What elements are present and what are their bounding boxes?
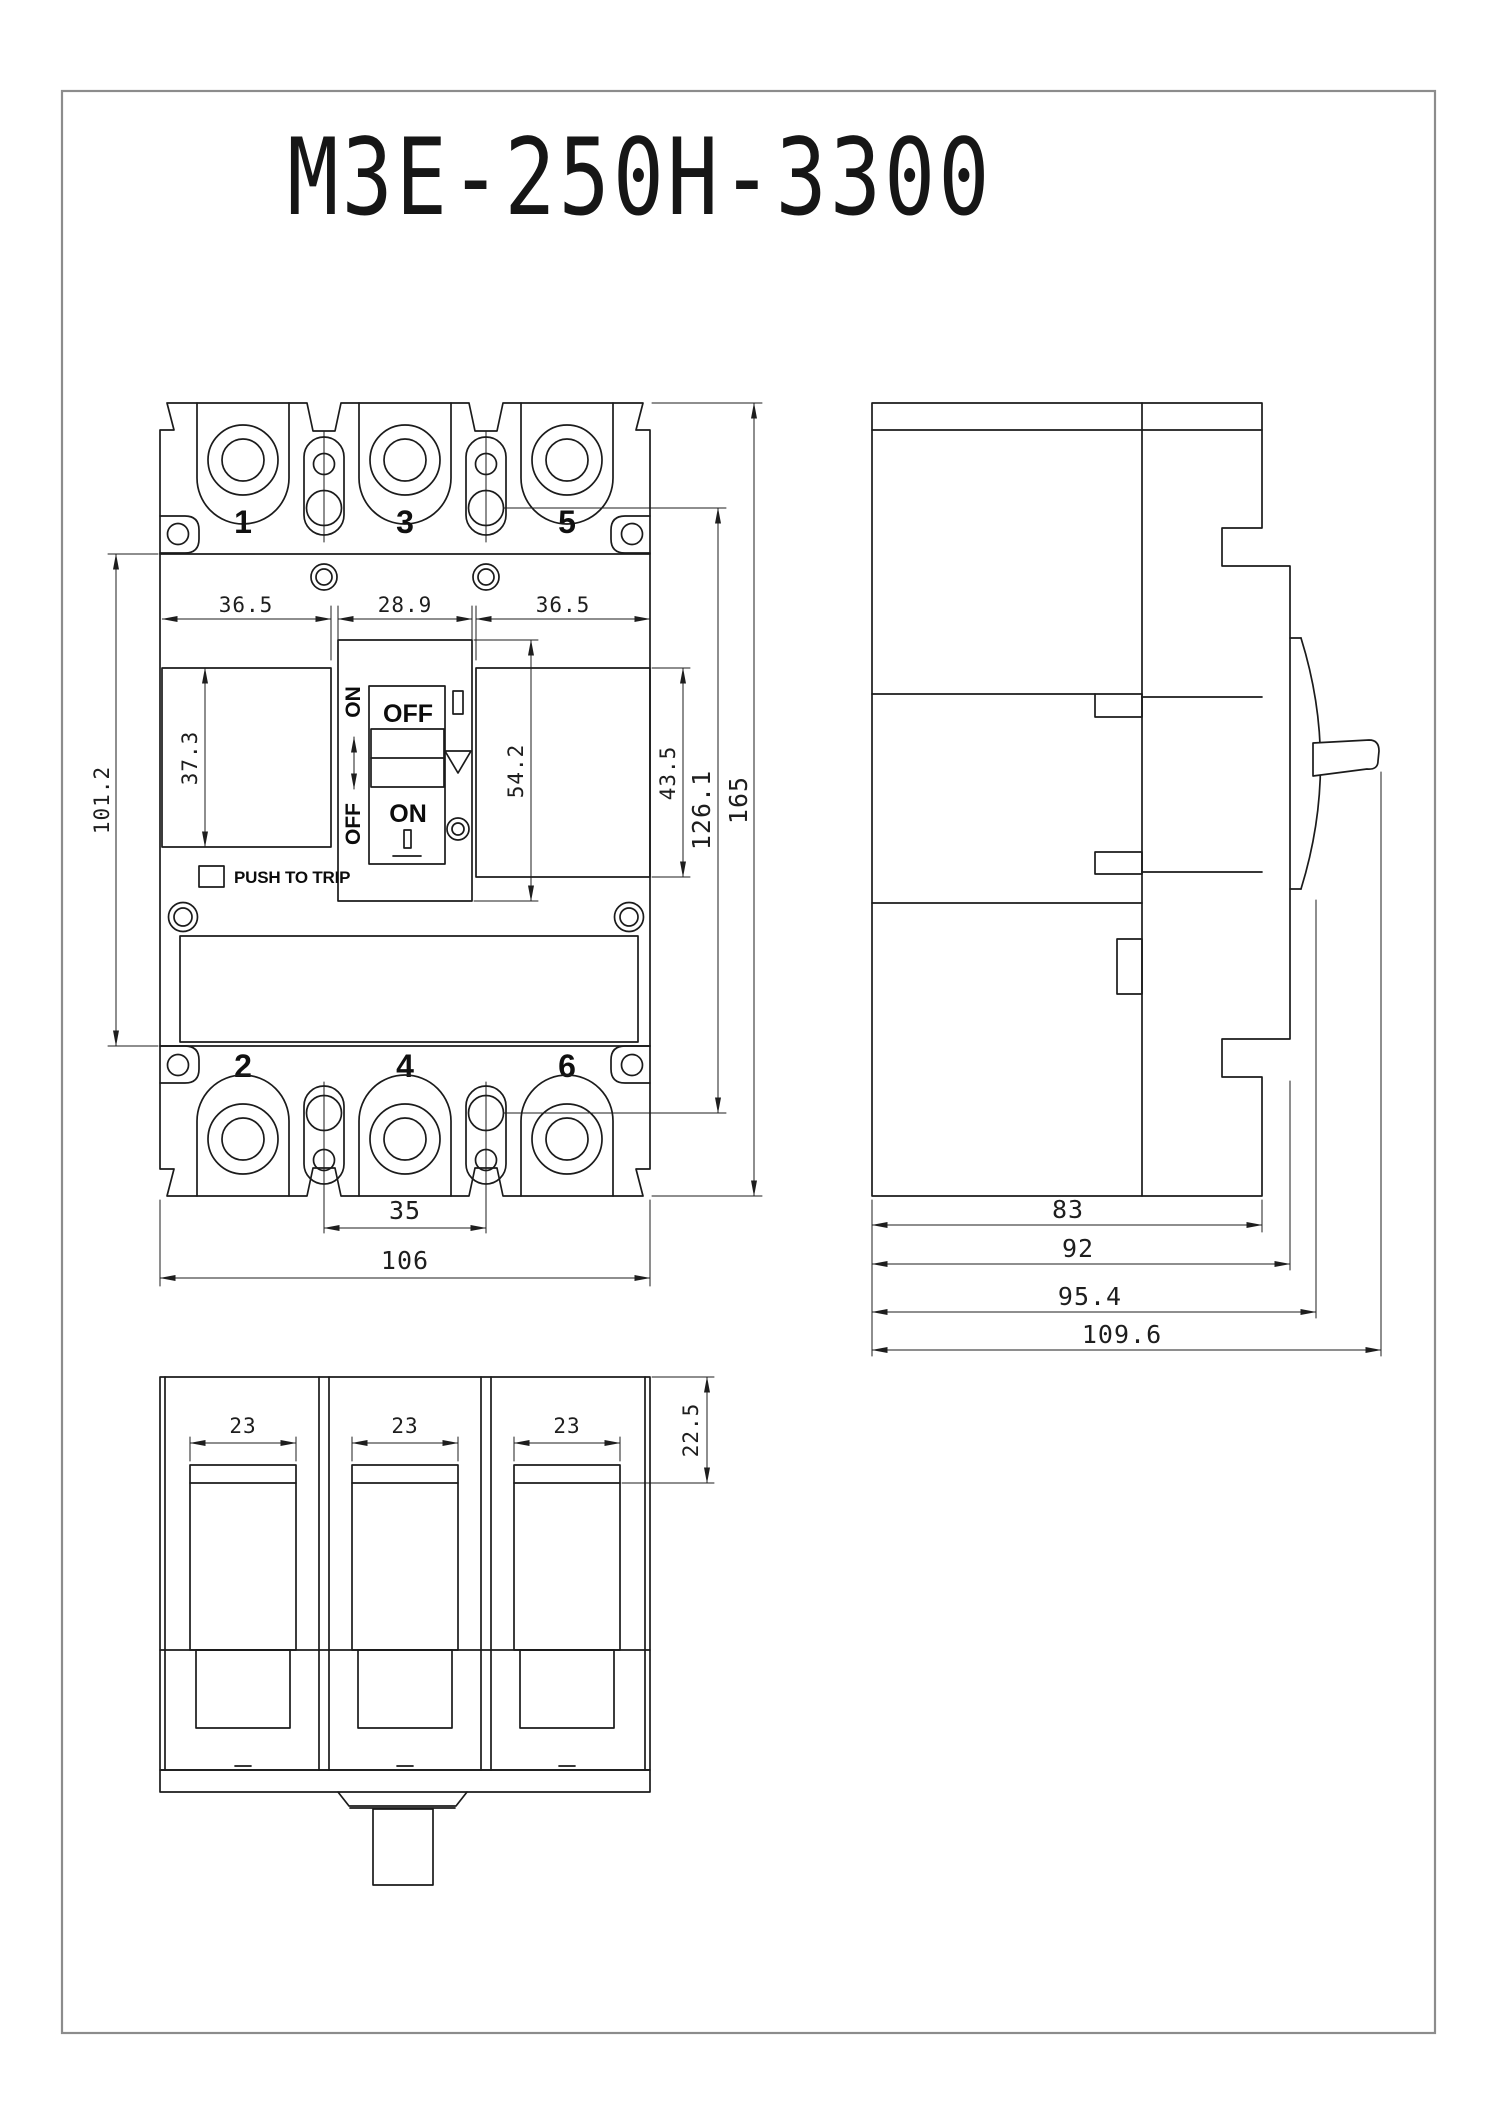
dim-overall-height: 165 <box>724 776 753 824</box>
front-step-lines <box>159 553 651 1047</box>
sheet-border <box>60 89 1437 2035</box>
dim-right-width: 36.5 <box>536 593 591 617</box>
switch-column-on-label: ON <box>342 686 365 718</box>
off-position-icon <box>452 690 464 715</box>
push-to-trip-button[interactable] <box>198 865 225 888</box>
terminal-cavities <box>189 1464 621 1729</box>
push-to-trip-label: PUSH TO TRIP <box>234 868 350 887</box>
pole-label-4: 4 <box>396 1048 414 1084</box>
nameplate-recess <box>179 935 639 1043</box>
pole-label-2: 2 <box>234 1048 252 1084</box>
dim-step-depth: 92 <box>1062 1234 1094 1263</box>
front-body-outline <box>159 402 651 1197</box>
dim-panel-height: 54.2 <box>504 744 528 799</box>
dim-top-recess-depth: 22.5 <box>679 1403 703 1458</box>
screw-bosses <box>167 563 645 933</box>
dim-pole-width-3: 23 <box>553 1414 580 1438</box>
handle-protrusion <box>337 1791 468 1886</box>
front-dimension-lines <box>113 402 757 1281</box>
pole-label-6: 6 <box>558 1048 576 1084</box>
dim-left-width: 36.5 <box>219 593 274 617</box>
top-terminals <box>196 402 614 525</box>
side-internal-lines <box>871 402 1263 1197</box>
pole-label-5: 5 <box>558 504 576 540</box>
dim-right-recess-height: 43.5 <box>656 746 680 801</box>
toggle-switch: OFF ON ON OFF <box>342 685 472 865</box>
left-recess <box>161 667 332 848</box>
dim-slot-pitch: 35 <box>389 1196 421 1225</box>
front-view: 1 3 5 2 4 6 OFF ON ON <box>90 402 763 1287</box>
dim-overall-depth: 109.6 <box>1082 1320 1162 1349</box>
switch-face-on-label: ON <box>389 800 427 828</box>
switch-column-off-label: OFF <box>342 803 365 845</box>
dim-mid-section-height: 101.2 <box>90 766 114 834</box>
dim-body-depth: 83 <box>1052 1195 1084 1224</box>
side-dimension-lines <box>871 1222 1382 1353</box>
reset-button-outer <box>446 817 470 841</box>
dim-boss-depth: 95.4 <box>1058 1282 1122 1311</box>
side-body-outline <box>871 402 1291 1197</box>
toggle-lever[interactable] <box>1312 739 1380 777</box>
side-extension-lines <box>871 771 1382 1357</box>
dim-left-recess-height: 37.3 <box>178 731 202 786</box>
drawing-title: M3E-250H-3300 <box>287 116 992 240</box>
on-position-icon <box>392 829 422 857</box>
switch-panel <box>337 639 473 902</box>
dim-center-width: 28.9 <box>378 593 433 617</box>
front-extension-lines <box>107 402 763 1287</box>
bottom-terminal-slots <box>303 1081 507 1234</box>
bottom-view: 23 23 23 22.5 <box>159 1376 715 1886</box>
pole-label-1: 1 <box>234 504 252 540</box>
switch-face-off-label: OFF <box>383 700 433 728</box>
reset-button-inner <box>451 822 465 836</box>
base-plate <box>159 1765 651 1793</box>
bottom-extension-lines <box>189 1376 715 1484</box>
bottom-dimension-lines <box>189 1376 710 1484</box>
dim-pole-width-2: 23 <box>391 1414 418 1438</box>
right-recess <box>475 667 651 878</box>
pole-label-3: 3 <box>396 504 414 540</box>
bottom-terminals <box>196 1074 614 1197</box>
corner-mounting-tabs <box>159 515 651 1084</box>
dim-slot-span-height: 126.1 <box>687 770 716 850</box>
switch-window <box>368 685 446 865</box>
dim-pole-width-1: 23 <box>229 1414 256 1438</box>
trip-indicator-triangle <box>444 750 472 774</box>
side-view: 83 92 95.4 109.6 <box>871 402 1382 1357</box>
dim-overall-width: 106 <box>381 1246 429 1275</box>
